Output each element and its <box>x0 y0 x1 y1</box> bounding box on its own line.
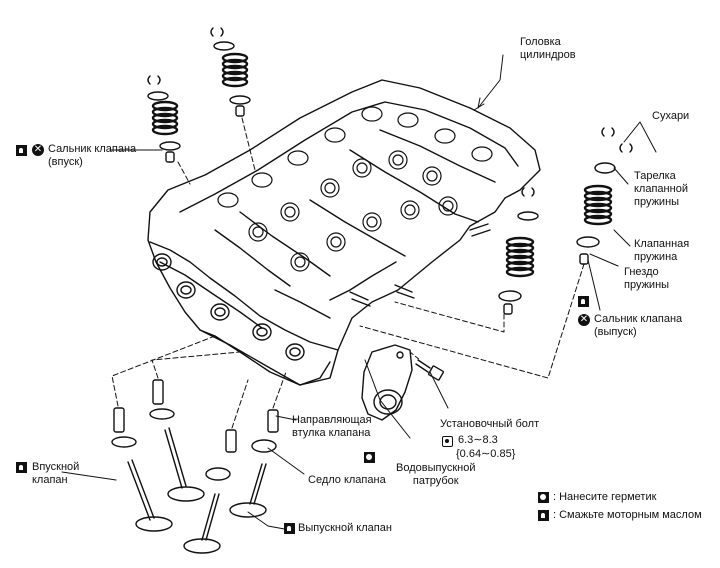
no-reuse-icon: ✕ <box>32 144 44 156</box>
oil-can-icon <box>578 296 589 307</box>
label-intake-valve: Впускной клапан <box>32 461 80 486</box>
label-valve-seat: Седло клапана <box>308 474 386 486</box>
oil-can-icon <box>538 510 549 521</box>
label-keepers: Сухари <box>652 110 690 122</box>
label-exhaust-valve: Выпускной клапан <box>298 522 392 534</box>
legend-sealant-text: : Нанесите герметик <box>553 491 657 503</box>
label-cylinder-head: Головка цилиндров <box>520 36 576 61</box>
sealant-icon <box>538 492 549 503</box>
oil-can-icon <box>284 523 295 534</box>
torque-value: 6.3∼8.3 <box>458 434 498 446</box>
water-outlet-drawing <box>361 344 445 421</box>
label-valve-spring: Клапанная пружина <box>634 238 690 263</box>
intake-valve-stack-drawing <box>147 27 256 185</box>
label-mount-bolt: Установочный болт <box>440 418 540 430</box>
label-water-outlet: Водовыпускной патрубок <box>396 462 476 487</box>
sealant-icon <box>364 452 375 463</box>
exhaust-valve-stack-drawing <box>359 127 633 379</box>
label-spring-retainer: Тарелка клапанной пружины <box>634 170 688 208</box>
valves-bottom-drawing <box>111 335 287 554</box>
oil-can-icon <box>16 145 27 156</box>
torque-value-alt: {0.64∼0.85} <box>456 448 516 460</box>
label-spring-seat: Гнездо пружины <box>624 266 670 291</box>
oil-can-icon <box>16 462 27 473</box>
label-valve-guide: Направляющая втулка клапана <box>292 414 372 439</box>
no-reuse-icon: ✕ <box>578 314 590 326</box>
label-seal-exhaust: Сальник клапана (выпуск) <box>594 313 683 338</box>
torque-wrench-icon <box>442 436 453 447</box>
cylinder-head-drawing <box>147 79 541 386</box>
callout-lines <box>61 54 657 531</box>
legend-oil-text: : Смажьте моторным маслом <box>553 509 702 521</box>
label-seal-intake: Сальник клапана (впуск) <box>48 143 137 168</box>
